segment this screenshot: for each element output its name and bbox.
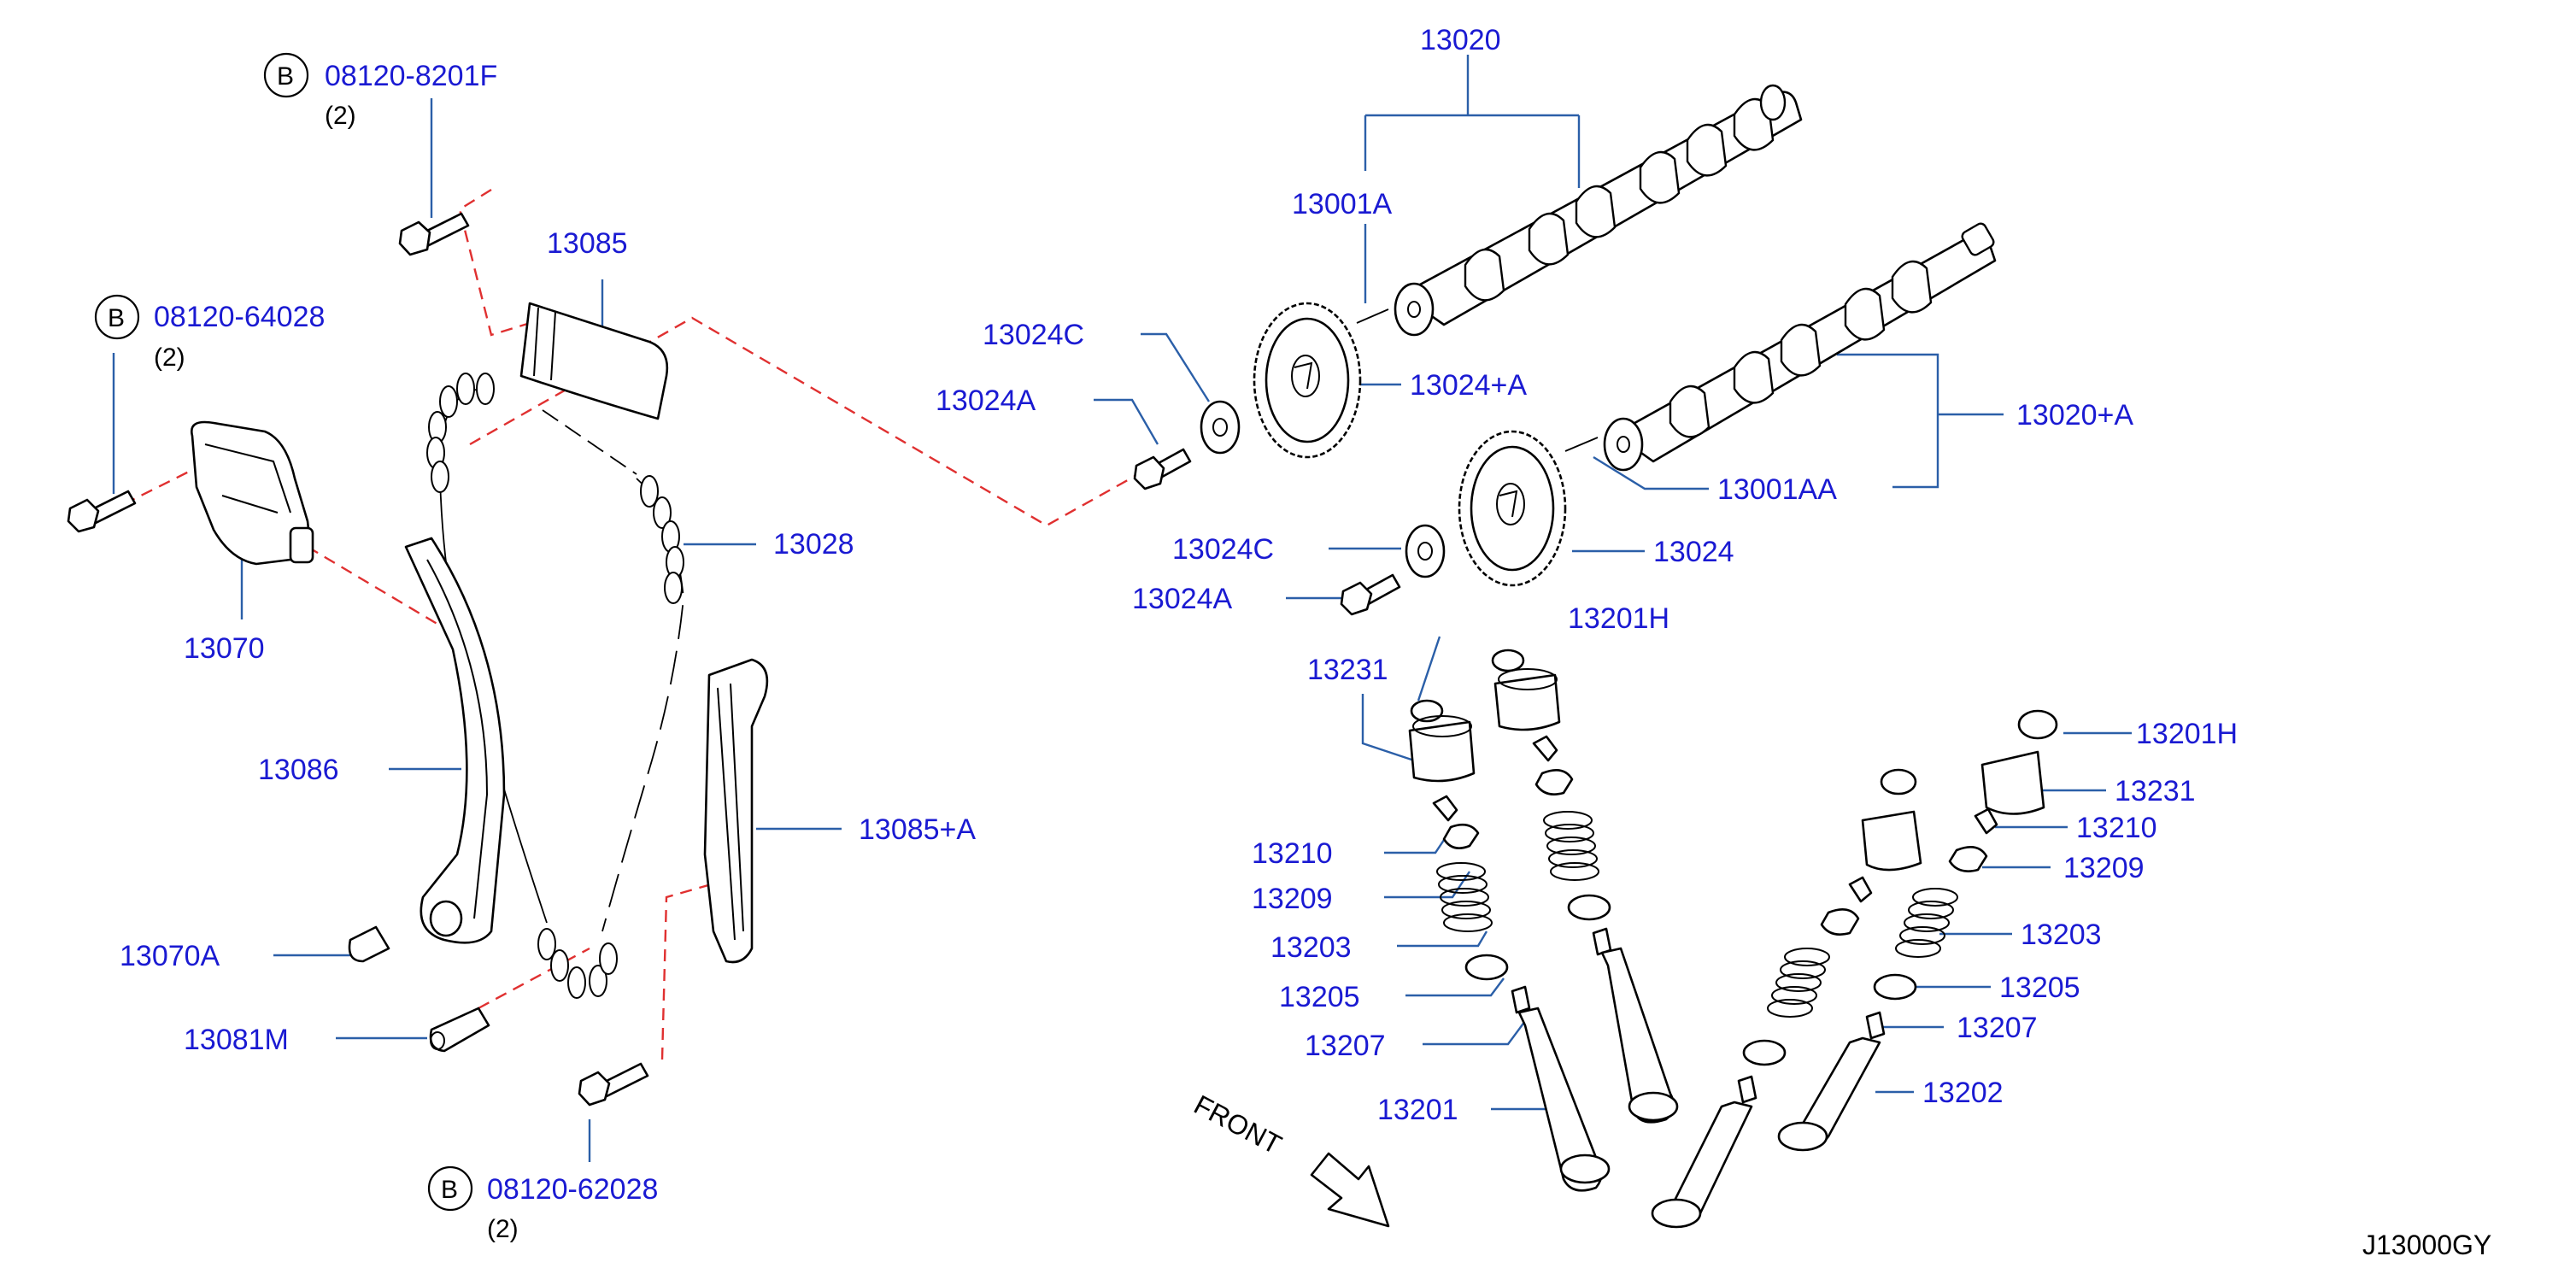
label-13024-plus-A: 13024+A	[1410, 369, 1527, 402]
label-13070: 13070	[184, 632, 265, 665]
chain-tensioner	[191, 420, 314, 566]
label-13028: 13028	[773, 528, 854, 561]
front-direction-arrow	[1310, 1152, 1390, 1228]
sprocket-bolt-lower	[1340, 573, 1401, 616]
label-13210-right: 13210	[2076, 812, 2157, 844]
bolt-qty-1: (2)	[325, 102, 356, 130]
label-13085: 13085	[547, 227, 628, 260]
label-13024C-upper: 13024C	[983, 319, 1084, 351]
label-13209-left: 13209	[1252, 883, 1333, 915]
bolt-part-number-3: 08120-62028	[487, 1173, 658, 1206]
label-13024A-upper: 13024A	[936, 385, 1036, 417]
label-13203-right: 13203	[2021, 919, 2102, 951]
valve-assembly-left-2	[1491, 649, 1679, 1124]
tensioner-pivot-pin	[348, 925, 390, 963]
label-13001A: 13001A	[1292, 188, 1393, 220]
lower-camshaft-sprocket	[1458, 430, 1567, 587]
label-13085-plus-A: 13085+A	[859, 813, 976, 846]
label-13024: 13024	[1653, 536, 1734, 568]
slack-side-chain-guide	[404, 537, 506, 944]
label-13207-right: 13207	[1957, 1012, 2038, 1044]
label-13210-left: 13210	[1252, 837, 1333, 870]
bolt-tensioner	[67, 490, 137, 533]
label-13209-right: 13209	[2063, 852, 2145, 884]
part-labels: 13020 13001A 13024C 13024A 13024+A 13020…	[120, 24, 2238, 1126]
bolt-callout-2: B 08120-64028 (2)	[94, 294, 325, 372]
label-13202: 13202	[1922, 1077, 2004, 1109]
label-13086: 13086	[258, 754, 339, 786]
label-13201H-right: 13201H	[2136, 718, 2238, 750]
b-mark-2: B	[108, 304, 125, 332]
bolt-qty-2: (2)	[154, 343, 185, 372]
guide-pivot-bolt	[429, 1007, 490, 1053]
leader-lines	[112, 55, 2132, 1162]
tension-side-chain-guide	[703, 658, 769, 964]
label-13024A-lower: 13024A	[1132, 583, 1233, 615]
sprocket-bolt-upper	[1133, 448, 1192, 490]
label-13201: 13201	[1377, 1094, 1458, 1126]
intake-camshaft	[1356, 84, 1803, 337]
front-label: FRONT	[1189, 1089, 1287, 1160]
sprocket-washer-lower	[1405, 524, 1446, 578]
label-13024C-lower: 13024C	[1172, 533, 1274, 566]
bolt-lower-guide	[578, 1062, 649, 1107]
bolt-upper-guide	[398, 212, 470, 256]
exhaust-camshaft	[1564, 222, 1997, 472]
bolt-qty-3: (2)	[487, 1215, 519, 1243]
diagram-code: J13000GY	[2362, 1230, 2491, 1260]
label-13081M: 13081M	[184, 1024, 289, 1056]
label-13203-left: 13203	[1270, 931, 1352, 964]
bolt-callout-1: B 08120-8201F (2)	[263, 52, 497, 130]
timing-chain	[426, 373, 684, 999]
bolt-part-number-1: 08120-8201F	[325, 60, 497, 92]
bolt-part-number-2: 08120-64028	[154, 301, 325, 333]
label-13207-left: 13207	[1305, 1030, 1386, 1062]
valve-assembly-left-1	[1408, 699, 1611, 1192]
b-mark-1: B	[277, 62, 294, 91]
valve-assembly-right-1	[1651, 768, 1922, 1229]
label-13070A: 13070A	[120, 940, 220, 972]
bolt-callout-3: B 08120-62028 (2)	[427, 1165, 658, 1243]
b-mark-3: B	[441, 1176, 458, 1204]
valve-assembly-right-2	[1777, 709, 2058, 1152]
upper-chain-guide	[519, 302, 669, 420]
upper-camshaft-sprocket	[1253, 302, 1362, 459]
label-13201H-left: 13201H	[1568, 602, 1669, 635]
label-13205-left: 13205	[1279, 981, 1360, 1013]
sprocket-washer-upper	[1200, 400, 1241, 455]
label-13020: 13020	[1420, 24, 1501, 56]
label-13205-right: 13205	[1999, 972, 2080, 1004]
label-13020-plus-A: 13020+A	[2016, 399, 2133, 431]
label-13001AA: 13001AA	[1717, 473, 1837, 506]
label-13231-left: 13231	[1307, 654, 1388, 686]
label-13231-right: 13231	[2115, 775, 2196, 807]
